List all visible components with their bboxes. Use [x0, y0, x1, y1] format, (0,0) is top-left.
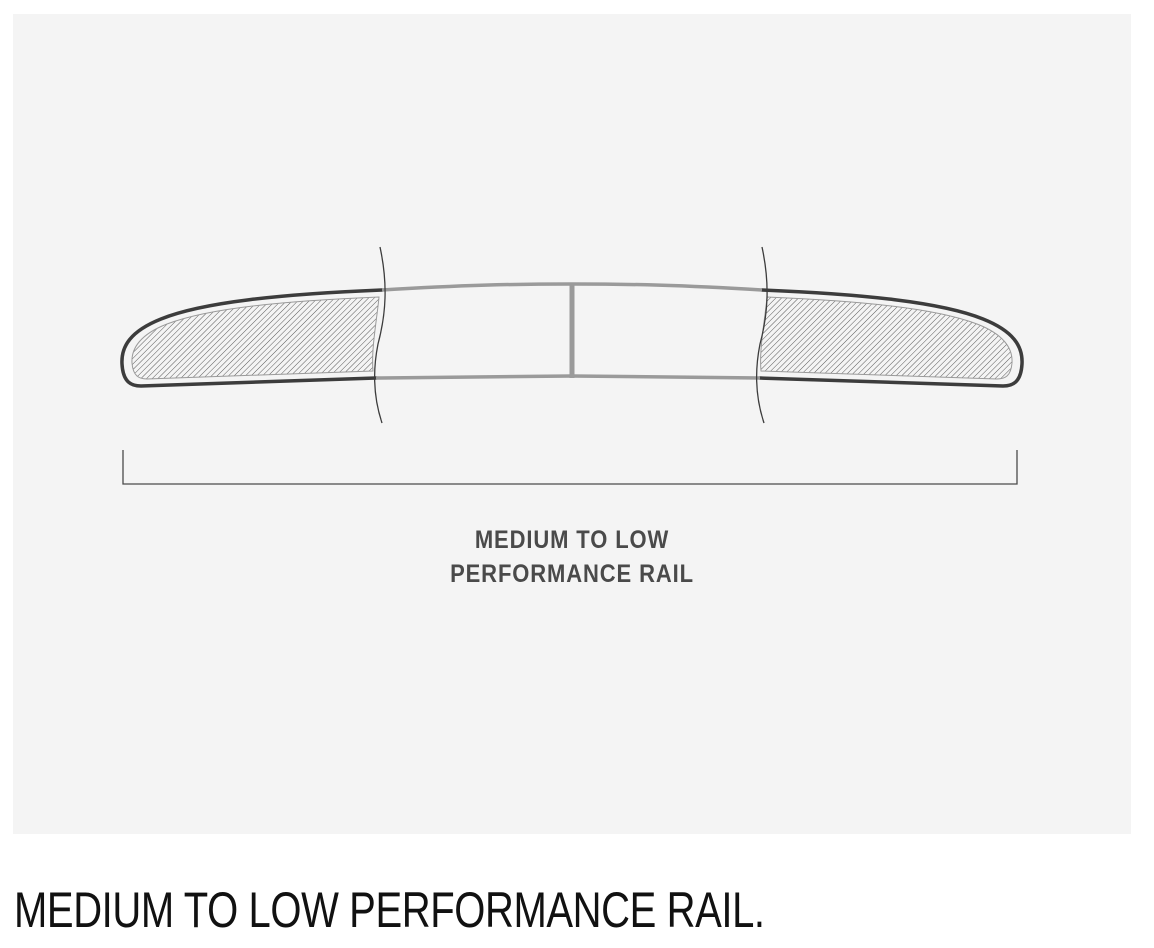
left-rail-hatch	[131, 296, 380, 380]
right-rail-hatch	[760, 296, 1013, 380]
rail-cross-section-diagram	[120, 246, 1024, 485]
core-bottom-line	[375, 374, 761, 380]
rail-type-label-line2: PERFORMANCE RAIL	[450, 560, 694, 588]
rail-type-label-line1: MEDIUM TO LOW	[474, 526, 670, 554]
page-title: MEDIUM TO LOW PERFORMANCE RAIL.	[14, 882, 765, 938]
left-cut-line	[373, 246, 386, 424]
width-dimension-bracket	[122, 450, 1018, 485]
left-rail-outline	[120, 288, 384, 388]
core-deck-line	[381, 282, 763, 292]
right-cut-line	[755, 246, 768, 424]
rail-type-label: MEDIUM TO LOW PERFORMANCE RAIL	[80, 523, 1064, 591]
right-rail-outline	[758, 288, 1024, 388]
diagram-panel: MEDIUM TO LOW PERFORMANCE RAIL	[13, 14, 1131, 834]
